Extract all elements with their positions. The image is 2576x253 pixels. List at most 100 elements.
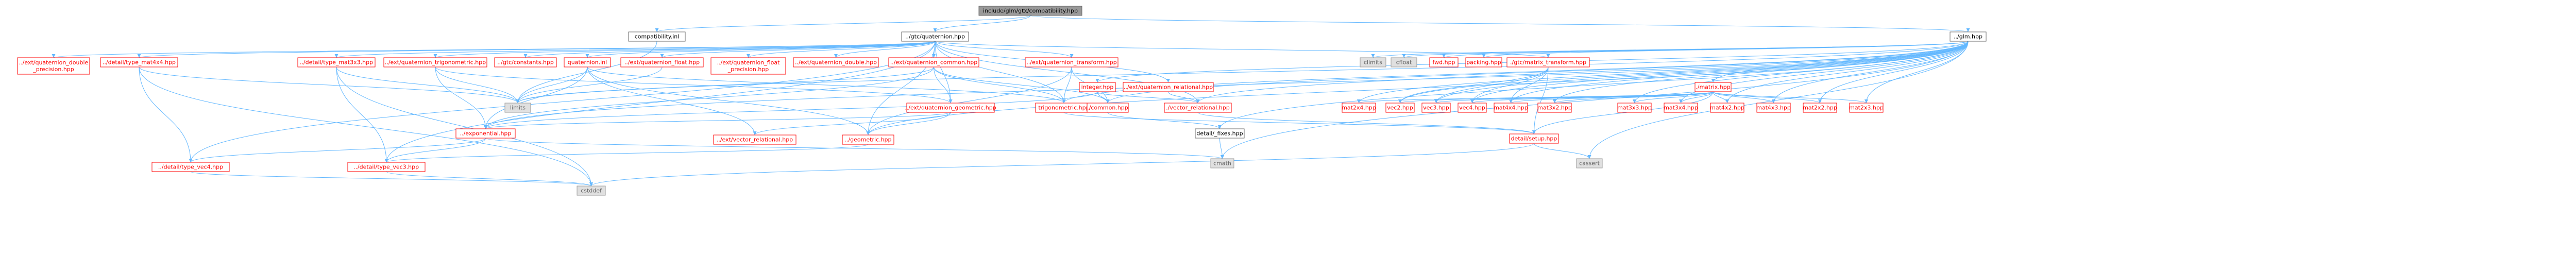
node-qgeometric[interactable]: ../ext/quaternion_geometric.hpp bbox=[905, 103, 996, 113]
node-box-m2x3 bbox=[1849, 103, 1884, 113]
edge-gtc_quat-to-mtransform bbox=[935, 41, 1550, 58]
node-box-m3x4 bbox=[1664, 103, 1698, 113]
edge-common-to-dfixes bbox=[1107, 112, 1222, 129]
node-qfloat[interactable]: ../ext/quaternion_float.hpp bbox=[620, 57, 704, 68]
node-m4x4[interactable]: mat4x4.hpp bbox=[1494, 103, 1528, 113]
node-qdouble[interactable]: ../ext/quaternion_double.hpp bbox=[793, 57, 879, 68]
edge-qtrig-to-qgeometric bbox=[435, 66, 953, 104]
edge-exponential-to-tvec3 bbox=[384, 138, 486, 163]
edge-qtransform-to-geometric bbox=[866, 66, 1072, 136]
edge-glm_hpp-to-m2x2 bbox=[1818, 41, 1969, 104]
node-qcommon[interactable]: ../ext/quaternion_common.hpp bbox=[888, 57, 979, 68]
node-compat_inl[interactable]: compatibility.inl bbox=[628, 31, 686, 42]
node-m3x2[interactable]: mat3x2.hpp bbox=[1537, 103, 1572, 113]
node-label-geometric: ../geometric.hpp bbox=[844, 137, 891, 143]
node-tm3x3[interactable]: ../detail/type_mat3x3.hpp bbox=[297, 57, 376, 68]
edge-integer-to-vecrel bbox=[1097, 91, 1200, 104]
node-packing[interactable]: packing.hpp bbox=[1465, 57, 1502, 68]
graph-edges bbox=[52, 15, 1970, 187]
node-label-extvecrel: ../ext/vector_relational.hpp bbox=[717, 137, 793, 143]
node-exponential[interactable]: ../exponential.hpp bbox=[455, 128, 516, 139]
edge-gtc_quat-to-qfp bbox=[747, 41, 936, 58]
edge-gtc_quat-to-quat_inl bbox=[585, 41, 936, 58]
edge-integer-to-common bbox=[1097, 91, 1110, 104]
node-trig[interactable]: trigonometric.hpp bbox=[1035, 103, 1093, 113]
node-mtransform[interactable]: ./gtc/matrix_transform.hpp bbox=[1506, 57, 1590, 68]
node-tm4x4[interactable]: ../detail/type_mat4x4.hpp bbox=[100, 57, 178, 68]
edge-matrix-to-m2x3 bbox=[1713, 91, 1868, 104]
node-m4x2[interactable]: mat4x2.hpp bbox=[1710, 103, 1744, 113]
edge-glm_hpp-to-vec3 bbox=[1434, 41, 1969, 104]
edge-qcommon-to-trig bbox=[934, 66, 1066, 104]
node-cmath: cmath bbox=[1210, 158, 1234, 168]
edge-glm_hpp-to-packing bbox=[1482, 41, 1969, 58]
node-label-vec3: vec3.hpp bbox=[1423, 105, 1449, 111]
node-box-vec4 bbox=[1458, 103, 1487, 113]
node-integer[interactable]: integer.hpp bbox=[1079, 82, 1116, 92]
node-box-vec2 bbox=[1385, 103, 1415, 113]
node-tvec4[interactable]: ../detail/type_vec4.hpp bbox=[151, 162, 230, 172]
edge-gtc_quat-to-qtrig bbox=[433, 41, 936, 58]
edge-qcommon-to-qgeometric bbox=[934, 66, 953, 104]
node-label-cmath: cmath bbox=[1213, 160, 1231, 167]
node-m3x3[interactable]: mat3x3.hpp bbox=[1617, 103, 1652, 113]
node-label-cfloat: cfloat bbox=[1396, 59, 1412, 66]
edge-matrix-to-m2x2 bbox=[1713, 91, 1822, 104]
node-box-tm3x3 bbox=[297, 57, 376, 68]
node-label-quat_inl: quaternion.inl bbox=[568, 59, 607, 66]
node-gtc_quat[interactable]: ../gtc/quaternion.hpp bbox=[901, 31, 969, 42]
node-box-qtrig bbox=[383, 57, 487, 68]
node-extvecrel[interactable]: ../ext/vector_relational.hpp bbox=[713, 134, 796, 145]
node-label-tvec3: ../detail/type_vec3.hpp bbox=[354, 164, 419, 171]
node-qrelational[interactable]: ../ext/quaternion_relational.hpp bbox=[1123, 82, 1214, 92]
node-fwd[interactable]: fwd.hpp bbox=[1429, 57, 1459, 68]
node-box-qfp bbox=[710, 57, 786, 75]
node-vec2[interactable]: vec2.hpp bbox=[1385, 103, 1415, 113]
node-m2x2[interactable]: mat2x2.hpp bbox=[1803, 103, 1837, 113]
node-vec3[interactable]: vec3.hpp bbox=[1421, 103, 1451, 113]
node-label-mtransform: ./gtc/matrix_transform.hpp bbox=[1510, 59, 1586, 66]
edge-glm_hpp-to-cfloat bbox=[1402, 41, 1969, 58]
edge-qgeometric-to-exponential bbox=[484, 112, 951, 129]
edge-tm3x3-to-limits bbox=[336, 66, 520, 104]
node-box-dsetup bbox=[1509, 133, 1559, 144]
node-vecrel[interactable]: ./vector_relational.hpp bbox=[1164, 103, 1232, 113]
edge-tm3x3-to-tvec3 bbox=[336, 66, 388, 163]
node-box-tvec4 bbox=[151, 162, 230, 172]
node-label-qcommon: ../ext/quaternion_common.hpp bbox=[890, 59, 977, 66]
node-dfixes[interactable]: detail/_fixes.hpp bbox=[1195, 128, 1245, 139]
node-vec4[interactable]: vec4.hpp bbox=[1458, 103, 1487, 113]
node-m2x4[interactable]: mat2x4.hpp bbox=[1342, 103, 1376, 113]
node-qfp[interactable]: ../ext/quaternion_float_precision.hpp bbox=[710, 57, 786, 75]
node-box-m3x2 bbox=[1537, 103, 1572, 113]
node-dsetup[interactable]: detail/setup.hpp bbox=[1509, 133, 1559, 144]
node-quat_inl[interactable]: quaternion.inl bbox=[564, 57, 611, 68]
node-label-qfp: ../ext/quaternion_float_precision.hpp bbox=[717, 59, 781, 73]
node-geometric[interactable]: ../geometric.hpp bbox=[842, 134, 894, 145]
node-matrix[interactable]: ./matrix.hpp bbox=[1694, 82, 1732, 92]
edge-gtc_quat-to-qdouble bbox=[834, 41, 936, 58]
node-qtrig[interactable]: ../ext/quaternion_trigonometric.hpp bbox=[383, 57, 487, 68]
node-qtransform[interactable]: ../ext/quaternion_transform.hpp bbox=[1025, 57, 1118, 68]
edge-tm4x4-to-cstddef bbox=[139, 66, 593, 187]
edge-dfixes-to-cmath bbox=[1219, 138, 1224, 159]
node-root[interactable]: include/glm/gtx/compatibility.hpp bbox=[978, 6, 1082, 16]
node-common[interactable]: ./common.hpp bbox=[1087, 103, 1129, 113]
node-glm_hpp[interactable]: ../glm.hpp bbox=[1950, 31, 1987, 42]
node-gtc_const[interactable]: ../gtc/constants.hpp bbox=[494, 57, 557, 68]
edge-matrix-to-m3x3 bbox=[1633, 91, 1714, 104]
node-tvec3[interactable]: ../detail/type_vec3.hpp bbox=[347, 162, 426, 172]
node-m2x3[interactable]: mat2x3.hpp bbox=[1849, 103, 1884, 113]
node-m4x3[interactable]: mat4x3.hpp bbox=[1756, 103, 1791, 113]
node-label-m3x2: mat3x2.hpp bbox=[1537, 105, 1572, 111]
node-box-integer bbox=[1079, 82, 1116, 92]
edge-trig-to-dsetup bbox=[1063, 112, 1536, 134]
edge-glm_hpp-to-m3x2 bbox=[1553, 41, 1969, 104]
node-label-cstddef: cstddef bbox=[581, 188, 602, 194]
node-box-m4x2 bbox=[1710, 103, 1744, 113]
edge-root-to-gtc_quat bbox=[933, 15, 1031, 32]
edge-matrix-to-m4x3 bbox=[1713, 91, 1775, 104]
node-m3x4[interactable]: mat3x4.hpp bbox=[1664, 103, 1698, 113]
node-box-qfloat bbox=[620, 57, 704, 68]
node-qdp[interactable]: ../ext/quaternion_double_precision.hpp bbox=[17, 57, 90, 75]
